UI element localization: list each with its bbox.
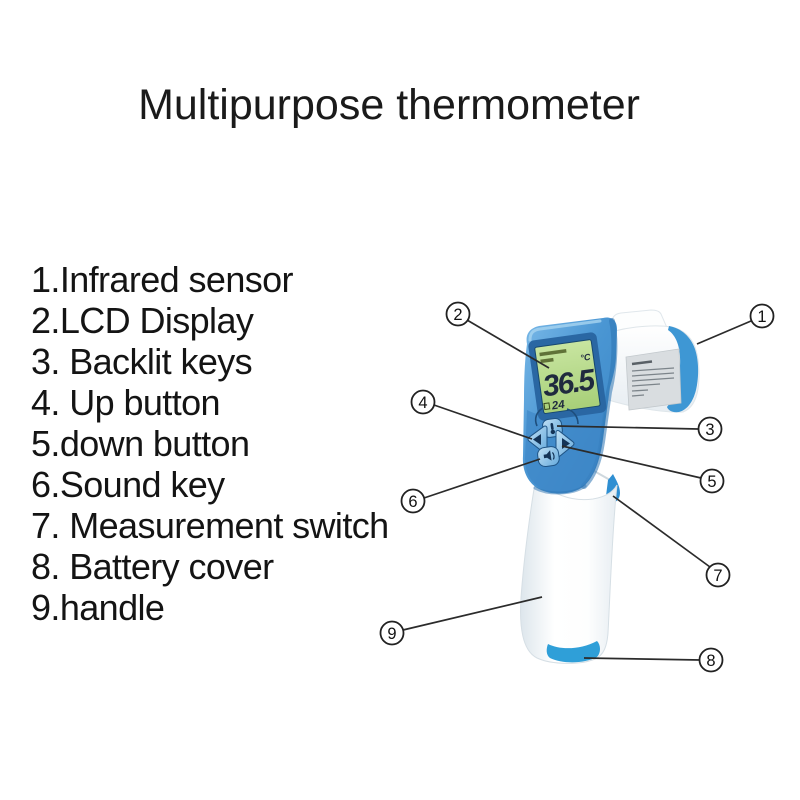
- callout-5: 5: [699, 468, 725, 494]
- parts-list-item-3: 3. Backlit keys: [31, 341, 253, 382]
- svg-text:3: 3: [705, 421, 714, 439]
- parts-list-item-1: 1.Infrared sensor: [31, 259, 294, 300]
- callout-line-6: [423, 458, 541, 499]
- handle: [520, 475, 618, 664]
- callout-8: 8: [698, 647, 724, 673]
- lcd-temperature: 36.5: [541, 363, 599, 403]
- parts-list-item-6: 6.Sound key: [31, 464, 225, 505]
- parts-list: 1.Infrared sensor 2.LCD Display 3. Backl…: [31, 259, 389, 628]
- keypad-arc-left: [534, 407, 544, 427]
- callout-line-2: [466, 319, 550, 369]
- parts-list-item-2: 2.LCD Display: [31, 300, 254, 341]
- callout-line-1: [696, 320, 752, 345]
- svg-text:4: 4: [418, 394, 427, 412]
- callout-line-8: [583, 657, 701, 661]
- callout-line-9: [402, 596, 543, 631]
- page-title: Multipurpose thermometer: [138, 81, 640, 129]
- callout-6: 6: [400, 488, 426, 514]
- callout-7: 7: [705, 562, 731, 588]
- svg-text:5: 5: [707, 473, 716, 491]
- callout-1: 1: [749, 303, 775, 329]
- svg-text:9: 9: [387, 625, 396, 643]
- keypad-arc-right: [566, 408, 579, 425]
- keypad: [527, 407, 579, 468]
- device-body: [579, 309, 700, 481]
- callout-lines: [402, 319, 752, 661]
- svg-text:8: 8: [706, 652, 715, 670]
- callout-line-5: [561, 445, 702, 479]
- parts-list-item-4: 4. Up button: [31, 382, 221, 423]
- svg-text:2: 2: [453, 306, 462, 324]
- lcd-unit: °C: [580, 352, 592, 363]
- callout-2: 2: [445, 301, 471, 327]
- lcd-hold-row: [540, 357, 554, 364]
- lcd-status-row: [539, 348, 567, 357]
- parts-list-item-5: 5.down button: [31, 423, 250, 464]
- sound-button: [537, 446, 560, 468]
- svg-text:7: 7: [713, 567, 722, 585]
- callout-markers: 1 2 3 4 5 6 7: [379, 301, 775, 673]
- callout-3: 3: [697, 416, 723, 442]
- callout-line-7: [612, 495, 711, 568]
- parts-list-item-7: 7. Measurement switch: [31, 505, 389, 546]
- callout-4: 4: [410, 389, 436, 415]
- lcd-ambient: 24: [550, 399, 566, 413]
- svg-text:6: 6: [408, 493, 417, 511]
- info-label: [625, 348, 682, 411]
- battery-cover: [546, 641, 600, 663]
- lcd-ambient-icon: [543, 402, 551, 411]
- ir-sensor-tip: [667, 326, 699, 413]
- svg-text:1: 1: [757, 308, 766, 326]
- callout-line-3: [556, 425, 699, 430]
- callout-line-4: [433, 404, 533, 440]
- parts-list-item-8: 8. Battery cover: [31, 546, 274, 587]
- callout-9: 9: [379, 620, 405, 646]
- lcd-display: 36.5 °C 24: [528, 332, 607, 421]
- parts-list-item-9: 9.handle: [31, 587, 165, 628]
